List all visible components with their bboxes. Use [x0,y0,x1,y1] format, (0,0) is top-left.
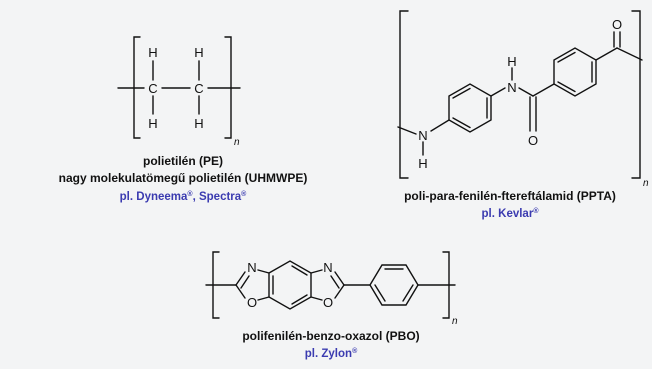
pe-atom-h: H [194,116,203,131]
pbo-oxazole2-n-c [334,271,345,286]
pbo-oxazole2-o-c [310,296,323,301]
pbo-examples-prefix: pl. [305,348,322,360]
ppta-reg-mark: ® [533,207,539,215]
pe-atom-c: C [194,81,203,96]
pe-atom-c: C [148,81,157,96]
pbo-oxazole2-c-o [334,284,345,299]
pe-repeat-subscript: n [234,137,240,148]
ppta-bond-ring1-n2 [490,87,506,97]
pbo-repeat-subscript: n [452,316,458,327]
ppta-bond-ring2-carbonyl2 [595,47,618,61]
pbo-atom-n: N [323,260,332,275]
ppta-atom-h: H [418,156,427,171]
ppta-structure [397,10,643,179]
pe-separator: , [193,191,199,203]
pbo-oxazole1-n-c [257,269,270,274]
ppta-bond-n2-carbonyl [518,87,534,97]
ppta-bond-right-end [616,47,643,61]
pbo-oxazole1-c-o [235,284,246,299]
pe-reg-mark: ® [187,190,193,198]
ppta-repeat-subscript: n [643,178,649,189]
pe-caption-uhmwpe: nagy molekulatömegű polietilén (UHMWPE) [59,171,308,185]
pbo-reg-mark: ® [352,347,358,355]
ppta-right-bracket [631,10,641,179]
pe-atom-h: H [194,45,203,60]
pbo-oxazole2-c-n [310,269,323,274]
ppta-atom-n: N [507,80,516,95]
pbo-atom-o: O [247,295,257,310]
pe-structure [117,36,241,139]
ppta-atom-o: O [612,17,622,32]
ppta-caption: poli-para-fenilén-ftereftálamid (PPTA) [404,189,616,203]
pbo-examples: pl. Zylon® [305,347,358,360]
ppta-bond-n1-ring1 [430,119,450,132]
ppta-ring2-double-c [557,81,576,93]
ppta-atom-n: N [418,128,427,143]
ppta-left-bracket [399,10,409,179]
pbo-phenylene-double-c [374,284,386,302]
pe-brand-dyneema: Dyneema [136,191,188,203]
ppta-ring1-double-a [452,87,471,99]
ppta-ring2-double-a [557,51,576,63]
ppta-brand-kevlar: Kevlar [498,208,534,220]
pbo-oxazole1-c-n-double [240,275,250,289]
pbo-phenylene-double-b [402,284,414,302]
pbo-oxazole1-c-n [235,271,246,286]
pbo-structure [205,251,456,319]
pe-examples: pl. Dyneema®, Spectra® [120,190,248,203]
pe-atom-h: H [148,45,157,60]
pe-reg-mark: ® [241,190,247,198]
pbo-atom-o: O [323,295,333,310]
pe-caption: polietilén (PE) [143,154,223,168]
pbo-central-double-c [291,294,308,305]
pbo-central-benzene-ring [268,260,312,310]
pbo-phenylene-ring [369,264,419,306]
ppta-benzene-ring-1 [448,83,492,133]
ppta-bond-carbonyl1-ring2 [532,83,555,97]
pbo-brand-zylon: Zylon [321,348,352,360]
pbo-atom-n: N [247,260,256,275]
pe-examples-prefix: pl. [120,191,137,203]
ppta-benzene-ring-2 [553,47,597,97]
pbo-oxazole2-n-c-double [330,275,340,289]
ppta-bond-left-end [397,126,417,135]
ppta-atom-h: H [507,54,516,69]
pbo-caption: polifenilén-benzo-oxazol (PBO) [242,329,419,343]
ppta-atom-o: O [528,133,538,148]
ppta-examples-prefix: pl. [482,208,499,220]
pbo-central-double-b [291,265,308,276]
ppta-ring1-double-c [452,117,471,129]
pbo-oxazole1-o-c [257,296,270,301]
pe-brand-spectra: Spectra [199,191,242,203]
pe-atom-h: H [148,116,157,131]
ppta-examples: pl. Kevlar® [482,207,540,220]
